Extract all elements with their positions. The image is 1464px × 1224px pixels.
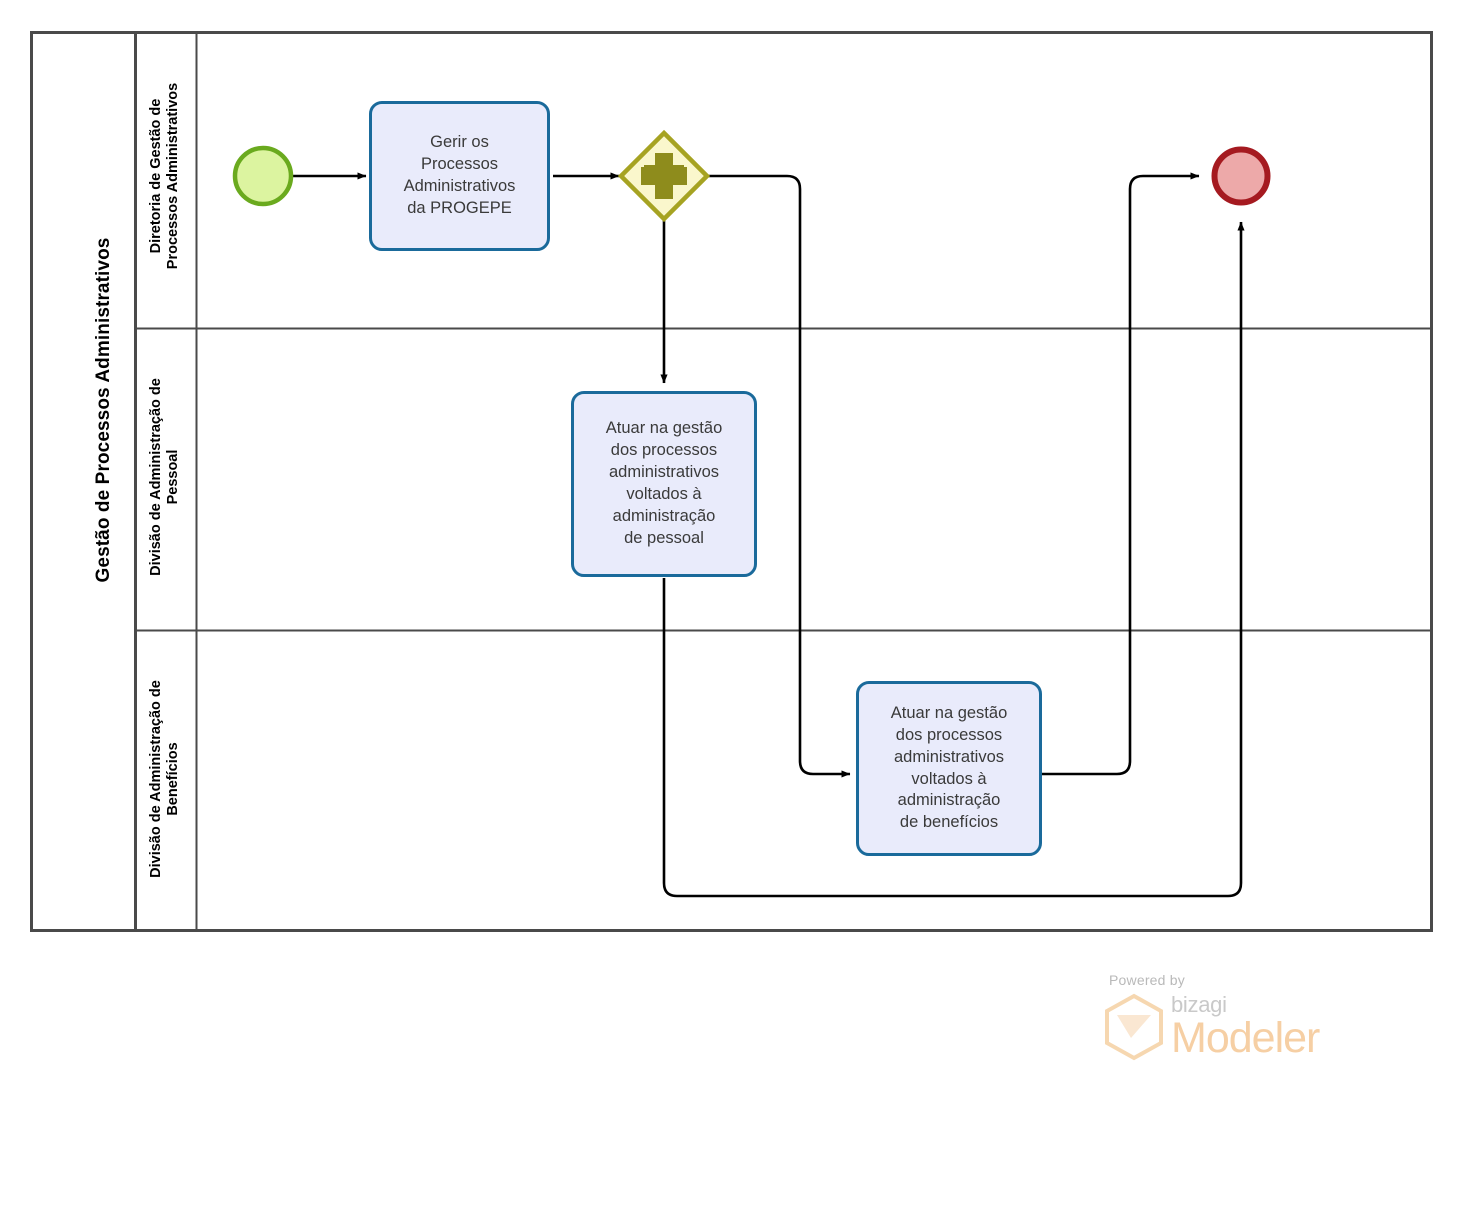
bizagi-wordmark: bizagi — [1171, 992, 1227, 1017]
task-gerir-processos[interactable]: Gerir os Processos Administrativos da PR… — [369, 101, 550, 251]
plus-icon-h — [641, 167, 687, 185]
sequence-flows — [290, 172, 1245, 898]
modeler-wordmark: Modeler — [1171, 1013, 1320, 1062]
task-atuar-beneficios[interactable]: Atuar na gestão dos processos administra… — [856, 681, 1042, 856]
parallel-gateway[interactable] — [617, 129, 711, 223]
end-event[interactable] — [1211, 146, 1271, 206]
task-atuar-pessoal[interactable]: Atuar na gestão dos processos administra… — [571, 391, 757, 577]
flow-gateway-to-beneficios — [707, 174, 851, 778]
start-event[interactable] — [232, 145, 294, 207]
flow-pessoal-to-end — [662, 221, 1245, 898]
powered-by-label: Powered by — [1109, 972, 1185, 988]
bizagi-watermark: Powered by bizagi Modeler — [1103, 972, 1373, 1072]
bizagi-logo-icon — [1105, 993, 1163, 1061]
flow-beneficios-to-end — [1041, 172, 1200, 776]
